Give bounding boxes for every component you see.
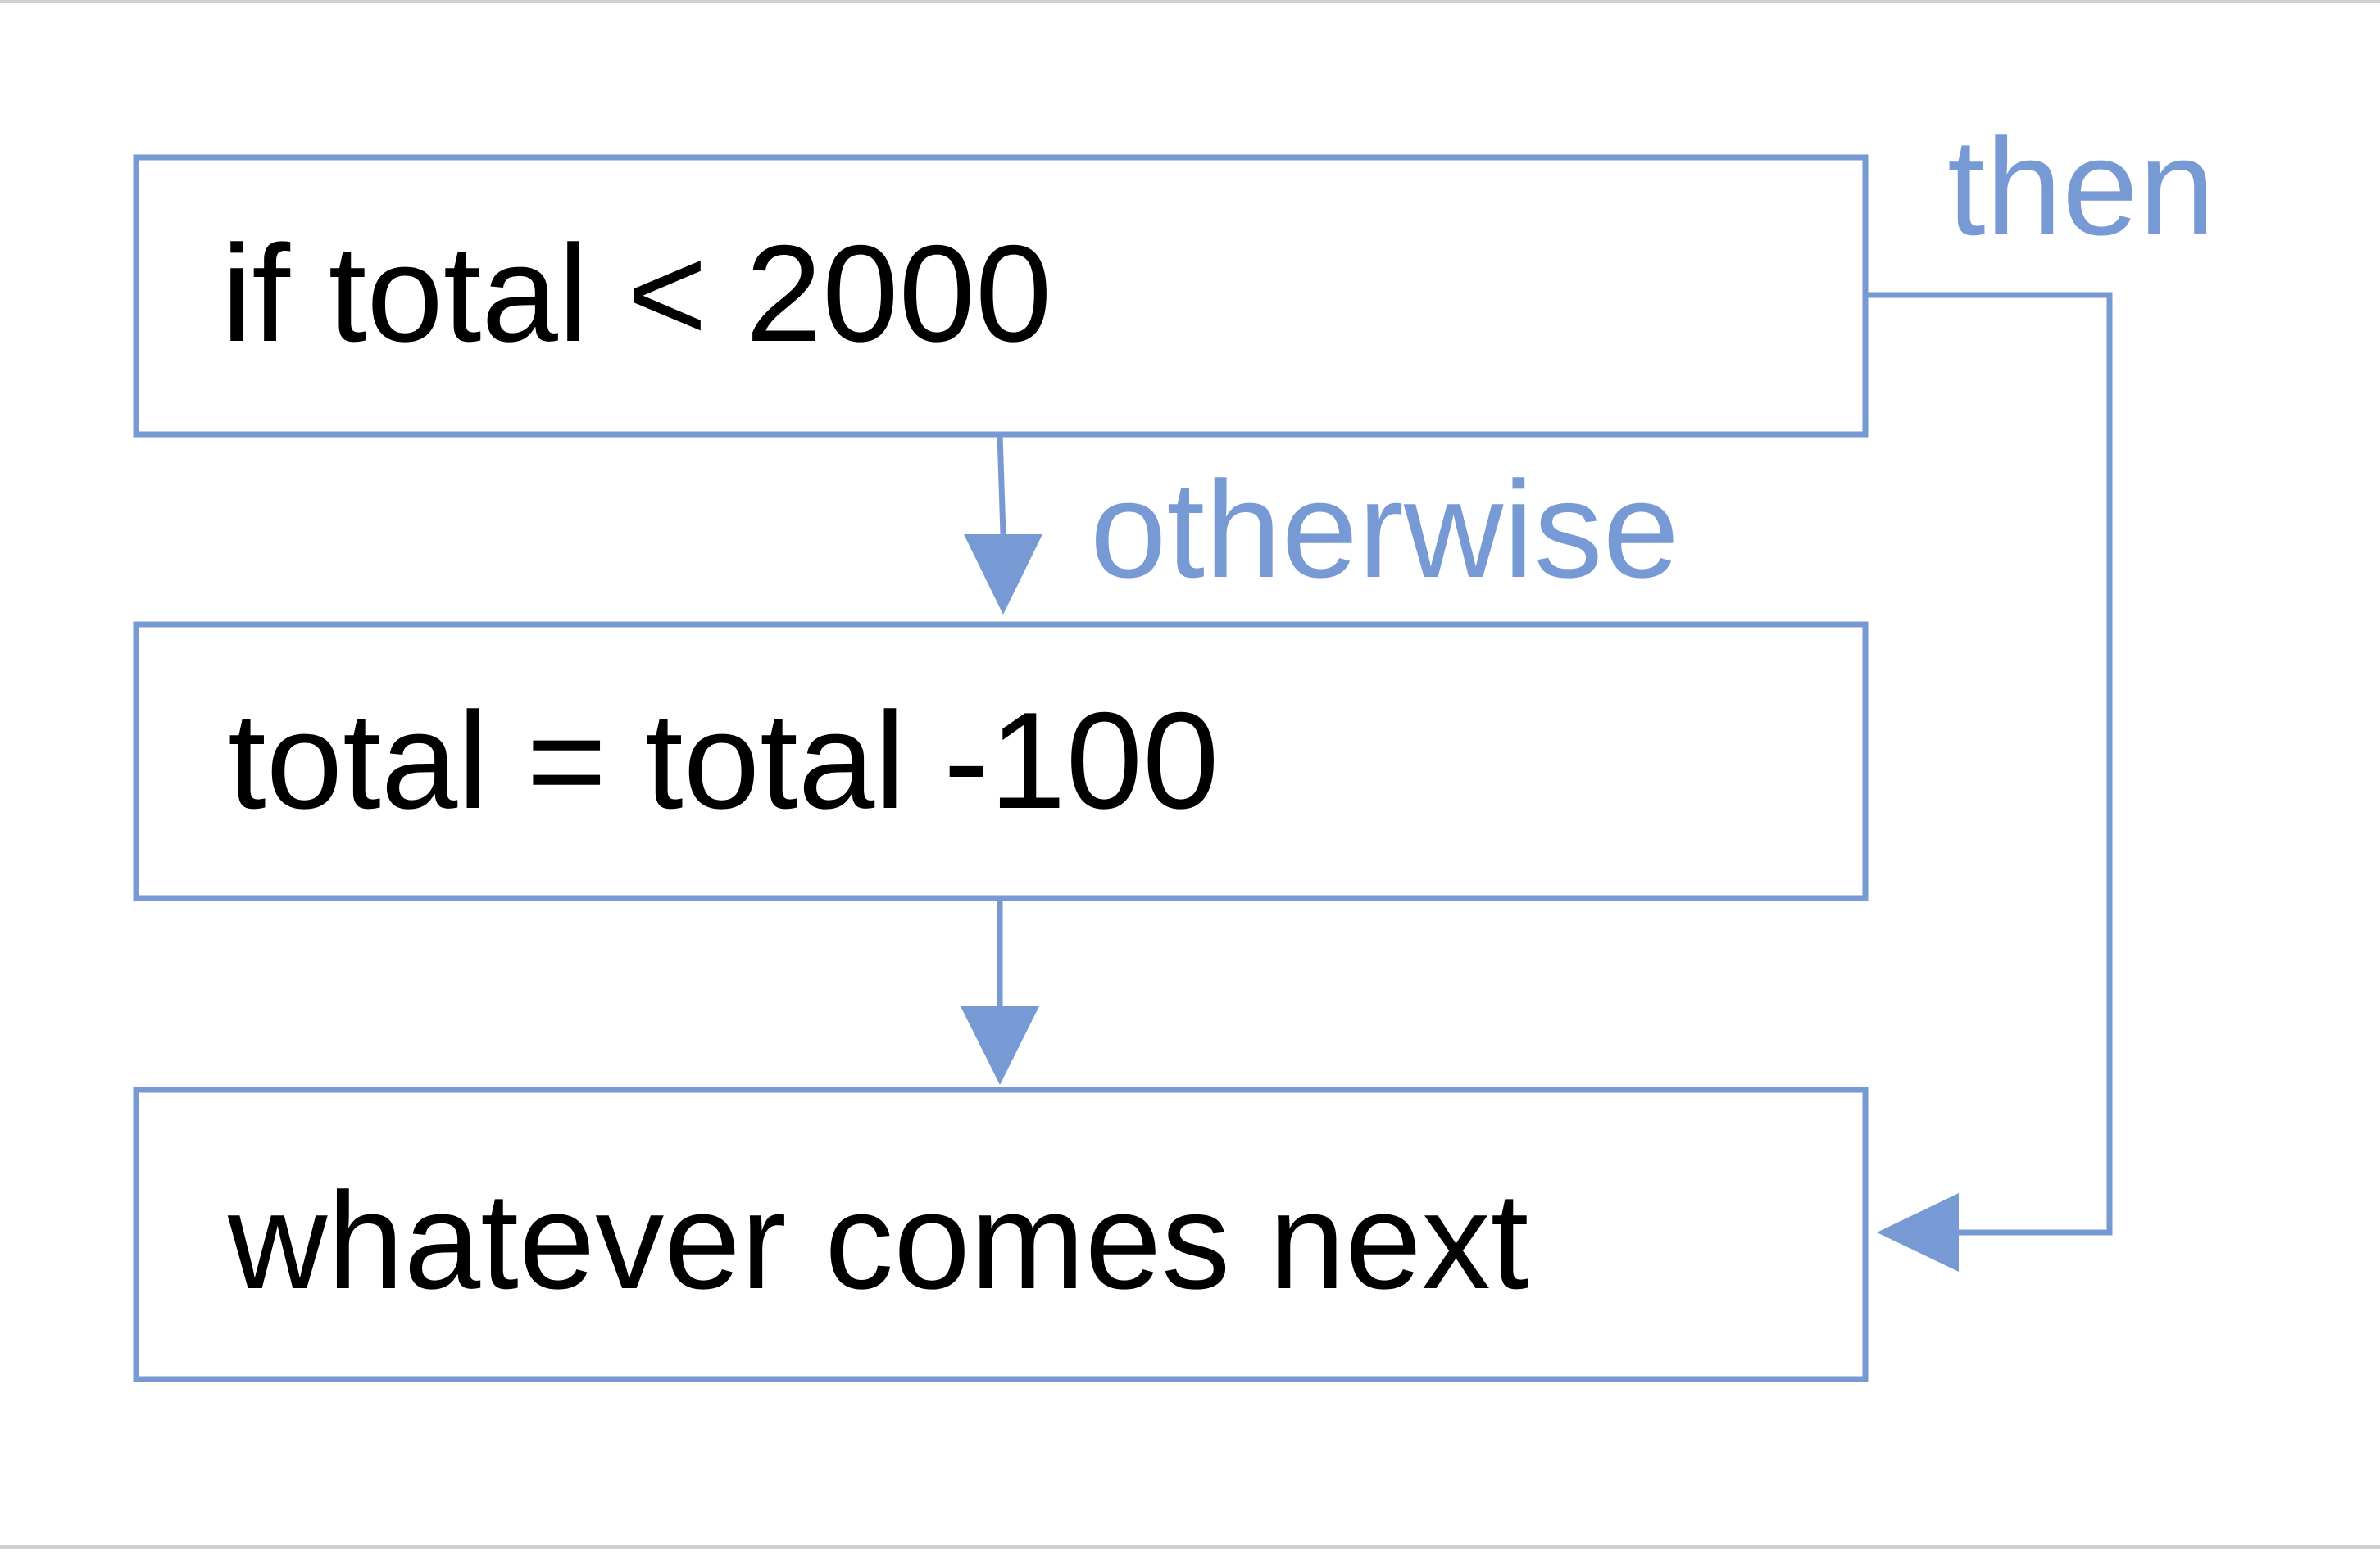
flowchart: if total < 2000 total = total -100 whate… bbox=[133, 110, 2215, 1382]
condition-label: if total < 2000 bbox=[221, 216, 1051, 370]
then-arrow-line bbox=[1865, 292, 2113, 1236]
next-box bbox=[133, 1087, 1869, 1382]
action-box bbox=[133, 621, 1869, 901]
condition-box bbox=[133, 154, 1869, 438]
then-edge-label: then bbox=[1947, 110, 2215, 264]
next-label: whatever comes next bbox=[227, 1164, 1528, 1318]
then-arrowhead-icon bbox=[1877, 1193, 1959, 1272]
otherwise-arrow-line bbox=[997, 433, 1006, 535]
action-to-next-arrowhead-icon bbox=[961, 1006, 1039, 1085]
otherwise-arrowhead-icon bbox=[964, 534, 1042, 615]
otherwise-edge-label: otherwise bbox=[1090, 452, 1679, 606]
action-label: total = total -100 bbox=[228, 683, 1219, 837]
